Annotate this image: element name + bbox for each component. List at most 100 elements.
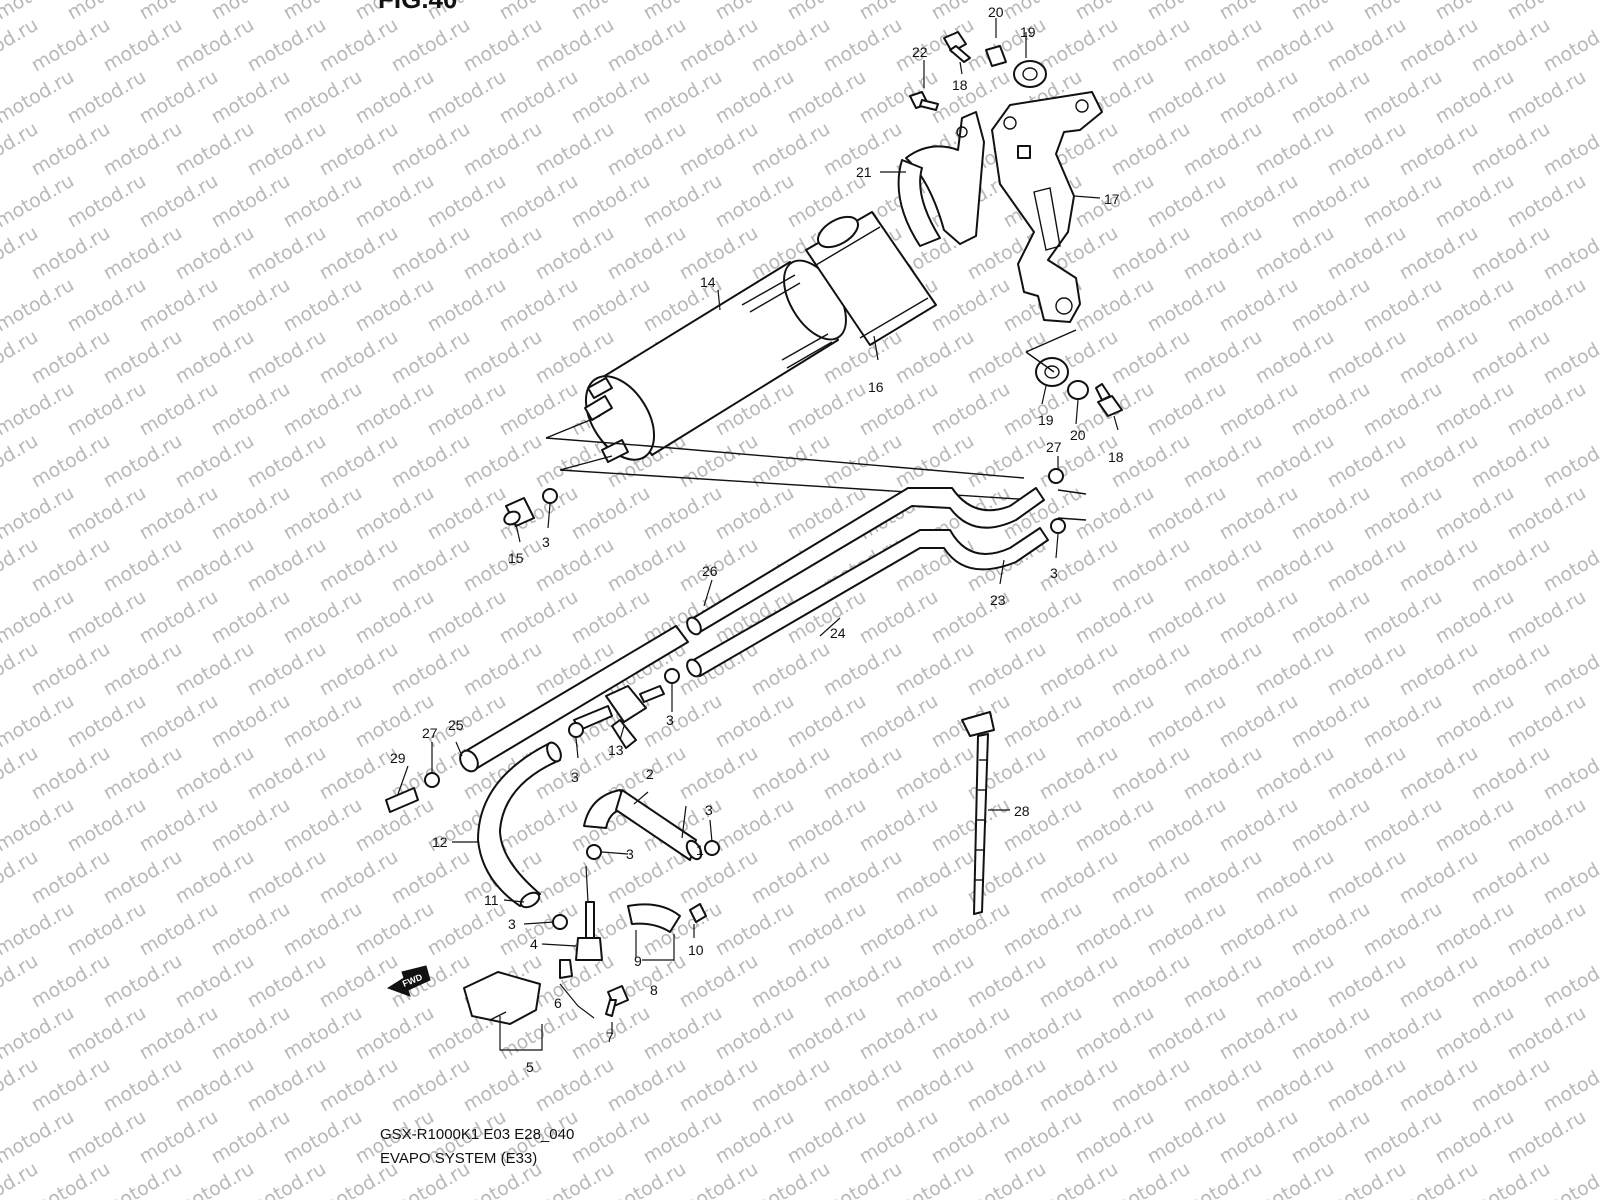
hoses-upper (686, 487, 1049, 678)
watermark-text: motod.ru (1108, 14, 1194, 77)
watermark-text: motod.ru (280, 690, 366, 753)
watermark-text: motod.ru (316, 638, 402, 701)
watermark-text: motod.ru (784, 1002, 870, 1065)
watermark-text: motod.ru (1072, 690, 1158, 753)
watermark-text: motod.ru (568, 170, 654, 233)
watermark-text: motod.ru (388, 1054, 474, 1117)
watermark-text: motod.ru (1396, 742, 1482, 805)
watermark-text: motod.ru (856, 66, 942, 129)
watermark-text: motod.ru (172, 950, 258, 1013)
watermark-text: motod.ru (100, 846, 186, 909)
watermark-text: motod.ru (460, 638, 546, 701)
watermark-text: motod.ru (496, 170, 582, 233)
watermark-text: motod.ru (1504, 170, 1590, 233)
part-label-19: 19 (1020, 24, 1036, 40)
watermark-text: motod.ru (1432, 1106, 1518, 1169)
watermark-text: motod.ru (280, 794, 366, 857)
watermark-text: motod.ru (604, 846, 690, 909)
watermark-text: motod.ru (316, 1054, 402, 1117)
watermark-text: motod.ru (352, 274, 438, 337)
watermark-text: motod.ru (1396, 950, 1482, 1013)
watermark-text: motod.ru (28, 638, 114, 701)
watermark-text: motod.ru (1360, 1002, 1446, 1065)
watermark-text: motod.ru (64, 1002, 150, 1065)
watermark-text: motod.ru (1216, 1002, 1302, 1065)
part-label-4: 4 (530, 936, 538, 952)
watermark-text: motod.ru (28, 950, 114, 1013)
watermark-text: motod.ru (64, 690, 150, 753)
watermark-text: motod.ru (1324, 534, 1410, 597)
watermark-text: motod.ru (1180, 1054, 1266, 1117)
watermark-text: motod.ru (1540, 742, 1600, 805)
part-label-3: 3 (542, 534, 550, 550)
watermark-text: motod.ru (100, 14, 186, 77)
watermark-text: motod.ru (100, 1158, 186, 1200)
watermark-text: motod.ru (1252, 1158, 1338, 1200)
watermark-text: motod.ru (424, 66, 510, 129)
watermark-text: motod.ru (1396, 14, 1482, 77)
watermark-text: motod.ru (928, 274, 1014, 337)
part-label-28: 28 (1014, 803, 1030, 819)
watermark-text: motod.ru (1468, 742, 1554, 805)
watermark-text: motod.ru (712, 482, 798, 545)
watermark-text: motod.ru (1036, 950, 1122, 1013)
watermark-text: motod.ru (604, 1158, 690, 1200)
watermark-text: motod.ru (568, 1106, 654, 1169)
part-label-27: 27 (1046, 439, 1062, 455)
watermark-text: motod.ru (892, 1054, 978, 1117)
part-label-20: 20 (1070, 427, 1086, 443)
watermark-text: motod.ru (1216, 690, 1302, 753)
watermark-text: motod.ru (1000, 1106, 1086, 1169)
part-label-19: 19 (1038, 412, 1054, 428)
watermark-text: motod.ru (172, 638, 258, 701)
watermark-text: motod.ru (604, 14, 690, 77)
watermark-text: motod.ru (28, 326, 114, 389)
watermark-text: motod.ru (244, 430, 330, 493)
watermark-text: motod.ru (1180, 1158, 1266, 1200)
watermark-text: motod.ru (1144, 378, 1230, 441)
part-label-18: 18 (1108, 449, 1124, 465)
watermark-text: motod.ru (172, 1054, 258, 1117)
watermark-text: motod.ru (604, 222, 690, 285)
watermark-text: motod.ru (1216, 66, 1302, 129)
watermark-text: motod.ru (1144, 482, 1230, 545)
watermark-text: motod.ru (1108, 118, 1194, 181)
watermark-text: motod.ru (1504, 482, 1590, 545)
watermark-text: motod.ru (1036, 846, 1122, 909)
watermark-text: motod.ru (64, 794, 150, 857)
hose-clamps (424, 468, 1066, 930)
watermark-text: motod.ru (316, 950, 402, 1013)
watermark-text: motod.ru (712, 690, 798, 753)
part-label-13: 13 (608, 742, 624, 758)
watermark-text: motod.ru (1144, 1002, 1230, 1065)
part-label-12: 12 (432, 834, 448, 850)
watermark-text: motod.ru (568, 66, 654, 129)
watermark-text: motod.ru (964, 638, 1050, 701)
watermark-text: motod.ru (1504, 66, 1590, 129)
watermark-text: motod.ru (208, 1002, 294, 1065)
watermark-text: motod.ru (1072, 482, 1158, 545)
watermark-text: motod.ru (208, 482, 294, 545)
watermark-text: motod.ru (208, 378, 294, 441)
watermark-text: motod.ru (316, 14, 402, 77)
watermark-text: motod.ru (1072, 274, 1158, 337)
part-label-29: 29 (390, 750, 406, 766)
watermark-text: motod.ru (820, 950, 906, 1013)
watermark-text: motod.ru (1252, 1054, 1338, 1117)
watermark-text: motod.ru (784, 378, 870, 441)
watermark-text: motod.ru (1468, 222, 1554, 285)
watermark-text: motod.ru (640, 1106, 726, 1169)
watermark-text: motod.ru (1432, 482, 1518, 545)
watermark-text: motod.ru (676, 118, 762, 181)
watermark-text: motod.ru (892, 326, 978, 389)
watermark-text: motod.ru (352, 586, 438, 649)
watermark-text: motod.ru (1252, 326, 1338, 389)
watermark-text: motod.ru (280, 1106, 366, 1169)
watermark-text: motod.ru (712, 898, 798, 961)
watermark-text: motod.ru (1468, 326, 1554, 389)
watermark-text: motod.ru (316, 534, 402, 597)
watermark-text: motod.ru (244, 1158, 330, 1200)
watermark-text: motod.ru (532, 846, 618, 909)
watermark-text: motod.ru (568, 482, 654, 545)
watermark-text: motod.ru (1288, 586, 1374, 649)
